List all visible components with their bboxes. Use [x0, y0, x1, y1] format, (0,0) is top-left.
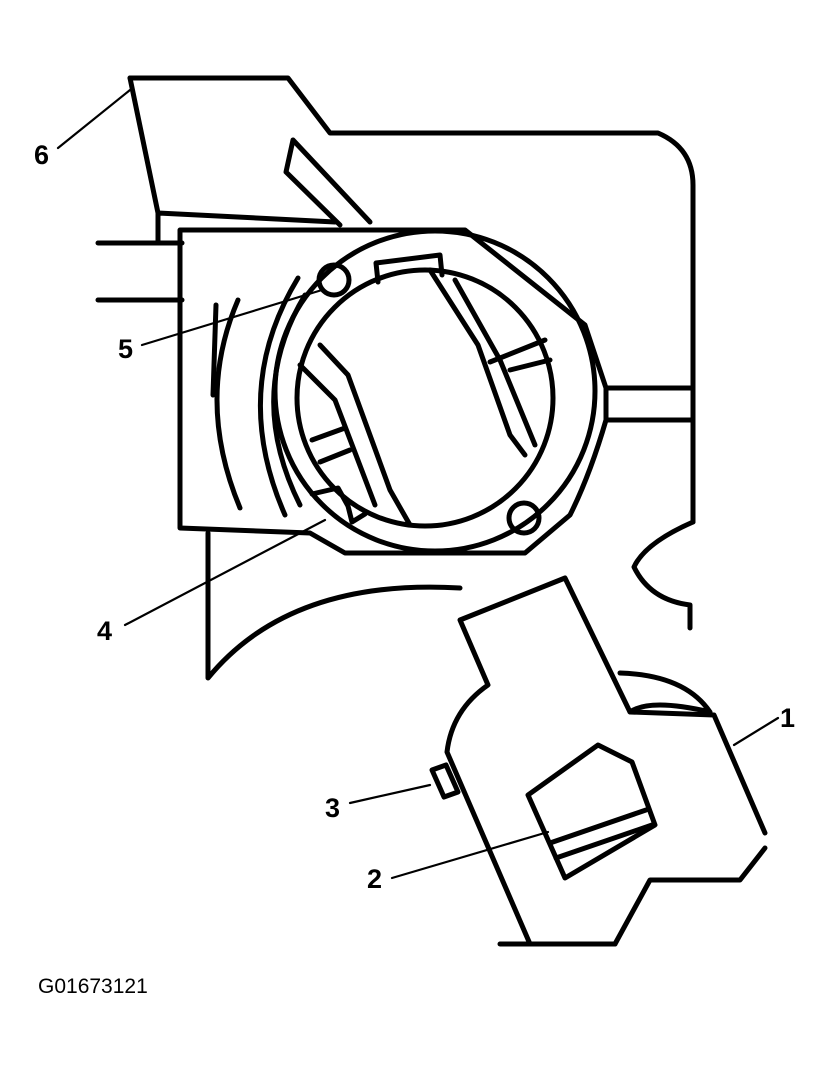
- right-tab: [487, 337, 553, 373]
- leader-3: [348, 783, 432, 805]
- key-slot-line-1: [547, 807, 649, 846]
- arc-3: [214, 297, 243, 511]
- callout-3: 3: [325, 793, 340, 823]
- housing-left-edge: [127, 75, 161, 216]
- lock-cylinder: [210, 228, 598, 554]
- leader-2: [390, 830, 550, 880]
- upper-key-slot: [427, 267, 528, 458]
- callout-4: 4: [97, 616, 112, 646]
- inner-bore: [294, 267, 556, 529]
- lower-key-slot: [317, 342, 413, 528]
- leader-4: [123, 518, 327, 627]
- plate-outline: [177, 227, 609, 556]
- module-outline: [444, 575, 768, 947]
- upper-housing: [95, 75, 696, 631]
- lock-module: [429, 575, 768, 947]
- key-slot-frame: [525, 742, 658, 881]
- mounting-plate: [177, 227, 609, 681]
- callout-6: 6: [34, 140, 49, 170]
- leader-1: [732, 716, 780, 747]
- key-slot-line-2: [553, 822, 655, 861]
- callout-2: 2: [367, 864, 382, 894]
- upper-pin: [316, 262, 352, 298]
- lower-pin: [506, 500, 542, 536]
- figure-id: G01673121: [38, 975, 148, 998]
- callout-1: 1: [780, 703, 795, 733]
- module-cap: [617, 670, 713, 715]
- lower-notch: [309, 425, 353, 465]
- arc-4: [210, 302, 219, 398]
- leader-lines: [56, 88, 780, 880]
- housing-notch: [631, 519, 696, 631]
- release-button: [429, 762, 461, 800]
- housing-ledge: [155, 210, 338, 246]
- callout-5: 5: [118, 334, 133, 364]
- top-tab: [373, 252, 445, 285]
- callouts: 1 2 3 4 5 6: [34, 140, 795, 894]
- arc-1: [271, 292, 308, 508]
- housing-slot: [283, 137, 373, 228]
- arc-2: [257, 275, 301, 518]
- lower-bracket: [205, 530, 463, 681]
- lower-tab: [309, 485, 368, 525]
- lower-key-slot-inner: [297, 362, 378, 508]
- leader-5: [140, 288, 324, 347]
- housing-outline: [127, 75, 696, 525]
- leader-6: [56, 88, 132, 150]
